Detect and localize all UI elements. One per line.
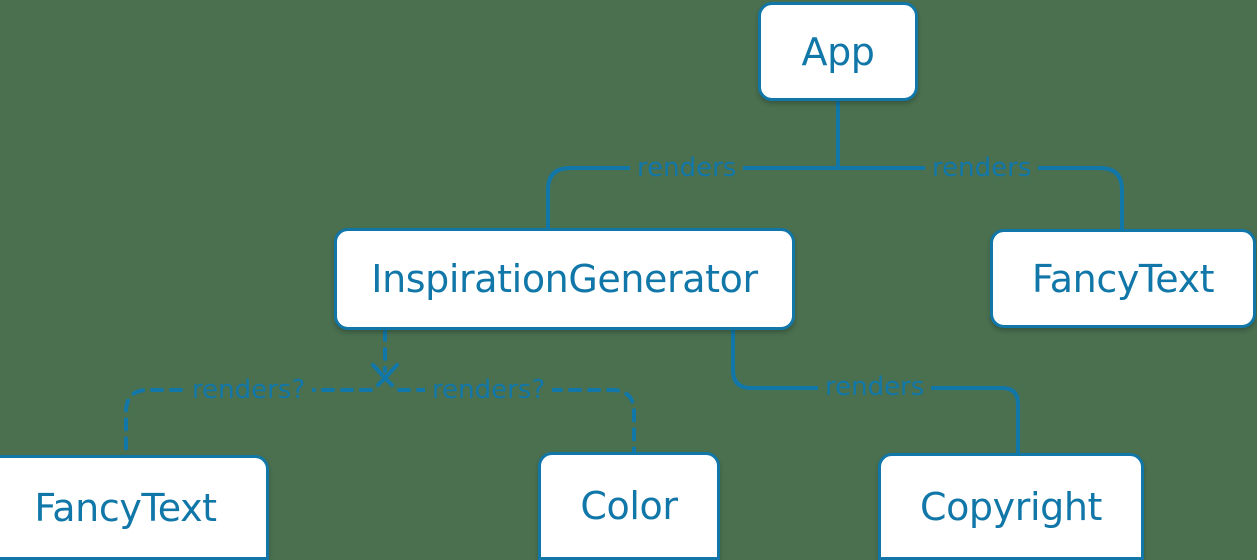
edge-label-app-inspiration: renders — [630, 153, 744, 183]
node-fancy-text-right[interactable]: FancyText — [990, 229, 1256, 328]
edge-label-inspiration-color: renders? — [425, 375, 553, 405]
node-fancy-text-right-label: FancyText — [1031, 256, 1215, 301]
edge-app-to-fancytext — [1098, 166, 1124, 231]
node-fancy-text-bottom-label: FancyText — [34, 485, 217, 530]
edge-app-to-inspiration — [546, 166, 572, 230]
node-copyright-label: Copyright — [919, 484, 1103, 529]
edge-label-app-fancytext: renders — [925, 153, 1039, 183]
node-color[interactable]: Color — [538, 452, 720, 560]
edge-inspiration-to-color — [383, 376, 636, 454]
node-app-label: App — [801, 29, 875, 74]
node-inspiration-generator-label: InspirationGenerator — [371, 257, 758, 301]
edge-inspiration-to-fancytext-bottom — [124, 376, 387, 457]
node-inspiration-generator[interactable]: InspirationGenerator — [334, 228, 795, 330]
node-color-label: Color — [580, 484, 678, 528]
node-copyright[interactable]: Copyright — [878, 453, 1144, 560]
node-fancy-text-bottom[interactable]: FancyText — [0, 455, 269, 560]
edge-label-inspiration-fancytext: renders? — [185, 375, 313, 405]
node-app[interactable]: App — [758, 2, 918, 101]
edge-label-inspiration-copyright: renders — [818, 372, 932, 402]
